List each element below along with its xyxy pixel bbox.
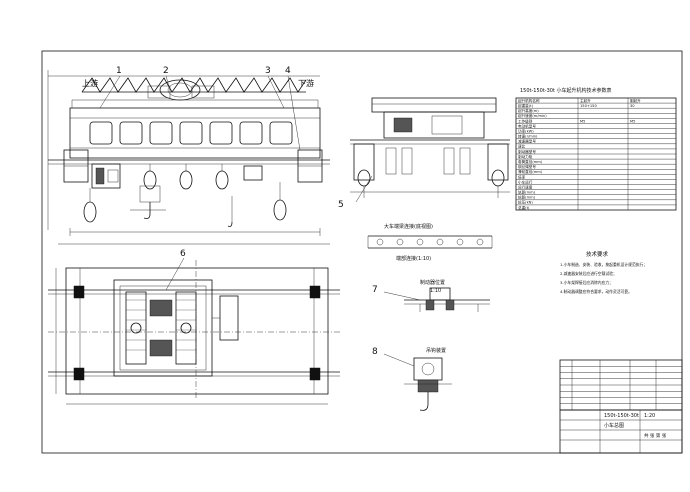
callout-4: 4 — [285, 66, 291, 76]
param-cell: 运行速度 — [518, 184, 533, 189]
param-cell: 转速(r/min) — [518, 134, 538, 139]
title-block: 150t-150t-30t 小车总图 1:20 共 张 第 张 — [559, 409, 683, 454]
parts-grid — [560, 360, 682, 410]
param-cell: 卷筒直径(mm) — [518, 159, 543, 164]
title-drawing-name: 150t-150t-30t — [604, 413, 639, 419]
param-cell: 工作级别 — [518, 118, 533, 123]
callout-5: 5 — [338, 200, 344, 210]
side-view: 5 — [338, 97, 510, 210]
note-line: 1.小车制造、安装、验收，按起重机设计规范执行； — [560, 262, 647, 267]
params-title: 150t-150t-30t 小车起升机构技术参数表 — [520, 87, 612, 94]
detail-end-connection: 大车端梁连接(底视图) 端部连接(1:10) — [367, 223, 493, 262]
param-cell: 起升高度(m) — [518, 108, 539, 113]
param-cell: 150+150 — [580, 104, 597, 108]
param-cell: 制动器型号 — [518, 149, 536, 154]
detail-upper-title: 大车端梁连接(底视图) — [384, 223, 433, 230]
parts-list — [559, 359, 683, 411]
param-cell: 起升速度(m/min) — [518, 113, 547, 118]
callout-3: 3 — [265, 66, 271, 76]
param-cell: 30 — [630, 104, 635, 108]
param-cell: 滑轮直径(mm) — [518, 169, 543, 174]
param-cell: 起重量(t) — [518, 103, 534, 108]
technical-notes: 技术要求 1.小车制造、安装、验收，按起重机设计规范执行； 2.减速器安装后应进行… — [560, 250, 647, 294]
param-cell: 速比 — [518, 144, 526, 149]
note-line: 2.减速器安装后应进行空载试验； — [560, 271, 617, 276]
upstream-label: 上游 — [82, 78, 98, 88]
callout-7: 7 — [372, 285, 378, 295]
param-cell: 电动机型号 — [518, 123, 536, 128]
callout-6: 6 — [180, 249, 186, 259]
title-subtitle: 小车总图 — [604, 422, 624, 429]
param-cell: 制动力矩 — [518, 154, 533, 159]
param-cell: 功率(kW) — [518, 128, 534, 133]
detail-middle-title: 制动器位置 — [420, 279, 445, 286]
note-lines: 1.小车制造、安装、验收，按起重机设计规范执行； 2.减速器安装后应进行空载试验；… — [560, 262, 647, 294]
notes-title: 技术要求 — [586, 250, 609, 258]
param-cell: 轮距(mm) — [518, 195, 536, 200]
detail-hook: 吊钩装置 8 — [372, 347, 452, 411]
param-cell: 副起升 — [630, 98, 641, 103]
param-cell: 总重(t) — [518, 205, 530, 210]
detail-upper-subtitle: 端部连接(1:10) — [396, 255, 431, 262]
note-line: 4.制动器调整应符合要求，动作灵活可靠。 — [560, 289, 632, 294]
drawing-frame — [41, 50, 683, 454]
param-cell: 钢丝绳型号 — [518, 164, 536, 169]
detail-lower-title: 吊钩装置 — [426, 347, 446, 354]
title-sheet: 共 张 第 张 — [644, 432, 667, 439]
callouts-top: 1 2 3 4 — [99, 66, 301, 151]
detail-brake: 制动器位置 1:10 7 — [372, 279, 490, 312]
param-cell: 倍率 — [518, 174, 526, 179]
front-elevation-view: 上游 下游 — [47, 70, 330, 245]
downstream-label: 下游 — [298, 78, 314, 88]
param-cell: 轮压(kN) — [518, 200, 533, 205]
parameter-table: 150t-150t-30t 小车起升机构技术参数表 起升机构名称 主起升 副起升起重… — [515, 87, 677, 211]
note-line: 3.小车架焊接后应消除内应力； — [560, 280, 613, 285]
title-scale: 1:20 — [644, 413, 655, 419]
param-cell: 减速器型号 — [518, 139, 536, 144]
plan-view: 6 — [48, 249, 340, 405]
detail-middle-scale: 1:10 — [430, 288, 441, 294]
param-cell: 起升机构名称 — [518, 98, 540, 103]
param-cell: 轨距(mm) — [518, 190, 536, 195]
param-cell: M5 — [580, 119, 585, 123]
param-cell: 主起升 — [580, 98, 591, 103]
callout-1: 1 — [116, 66, 122, 76]
param-cell: 小车运行 — [518, 179, 533, 184]
callout-8: 8 — [372, 347, 378, 357]
param-cell: M5 — [630, 119, 635, 123]
callout-2: 2 — [163, 66, 169, 76]
